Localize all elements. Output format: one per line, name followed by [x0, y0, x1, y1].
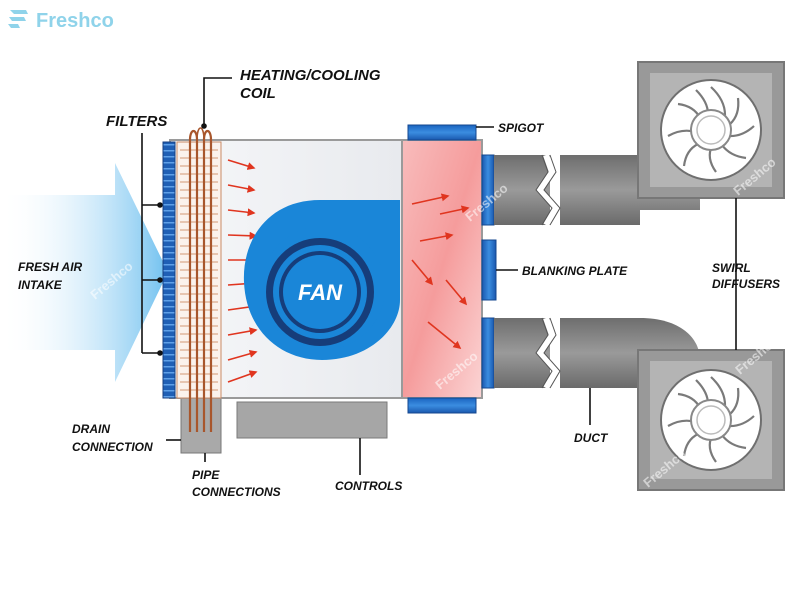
top-swirl-diffuser [637, 61, 785, 199]
fan-impeller [283, 255, 357, 329]
coil-label-1: HEATING/COOLING [240, 67, 381, 84]
drain-connection-box [180, 397, 222, 454]
freshco-logo-icon [8, 10, 28, 28]
spigot-label: SPIGOT [498, 121, 545, 135]
filters-bracket [141, 133, 160, 354]
leader-lines [166, 77, 737, 475]
pipe-connections-label-2: CONNECTIONS [192, 485, 281, 499]
filters-bracket-dot [157, 277, 163, 283]
lower-side-spigot [481, 317, 495, 389]
drain-connection-label-1: DRAIN [72, 422, 110, 436]
pipe-connections-label-1: PIPE [192, 468, 220, 482]
brand-name: Freshco [36, 10, 114, 32]
duct-label: DUCT [574, 431, 609, 445]
bottom-spigot [407, 397, 477, 414]
controls-box [236, 401, 388, 439]
swirl-diffusers-label-2: DIFFUSERS [712, 277, 780, 291]
heating-cooling-coil [176, 127, 222, 432]
fresh-air-intake-label-1: FRESH AIR [18, 260, 83, 274]
fan: FAN [243, 200, 400, 360]
filters-bracket-dot [157, 350, 163, 356]
coil-label-2: COIL [240, 85, 276, 102]
filters-label: FILTERS [106, 113, 167, 130]
top-spigot [407, 124, 477, 141]
swirl-diffusers-label-1: SWIRL [712, 261, 751, 275]
blanking-plate-label: BLANKING PLATE [522, 264, 628, 278]
filters-bracket-dot [157, 202, 163, 208]
coil-leader-dot [201, 123, 207, 129]
fan-label: FAN [298, 280, 343, 305]
bottom-swirl-diffuser [637, 349, 785, 491]
discharge-plenum [401, 139, 483, 399]
blanking-plate [481, 239, 497, 301]
fresh-air-intake-label-2: INTAKE [18, 278, 63, 292]
filter-panel [162, 141, 176, 399]
drain-connection-label-2: CONNECTION [72, 440, 153, 454]
airflow-arrows-plenum [411, 193, 470, 350]
controls-label: CONTROLS [335, 479, 402, 493]
freshco-logo: Freshco [8, 10, 114, 32]
fresh-air-intake-arrow [0, 163, 168, 382]
